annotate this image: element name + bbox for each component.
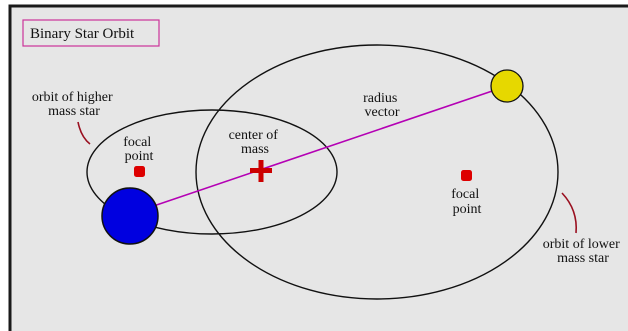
center-of-mass-bar-vertical — [258, 160, 264, 182]
orbit-higher-mass-star — [86, 109, 338, 235]
label-focal-point-left: focal point — [123, 135, 154, 164]
focal-point-left-marker — [134, 166, 145, 177]
title-box — [22, 19, 160, 47]
label-radius-vector: radius vector — [363, 91, 401, 120]
higher-mass-star — [101, 187, 159, 245]
orbit-lower-mass-star — [195, 44, 559, 300]
label-orbit-higher-mass-star: orbit of higher mass star — [32, 90, 116, 119]
label-orbit-lower-mass-star: orbit of lower mass star — [543, 237, 623, 266]
focal-point-right-marker — [461, 170, 472, 181]
diagram-background — [8, 4, 628, 331]
leader-line-higher-orbit — [77, 121, 91, 145]
label-center-of-mass: center of mass — [229, 128, 282, 157]
radius-vector-line — [129, 85, 508, 215]
label-focal-point-right: focal point — [451, 187, 482, 217]
lower-mass-star — [490, 69, 524, 103]
leader-line-lower-orbit — [561, 192, 578, 234]
diagram-title: Binary Star Orbit — [30, 26, 135, 42]
center-of-mass-marker — [250, 160, 272, 182]
